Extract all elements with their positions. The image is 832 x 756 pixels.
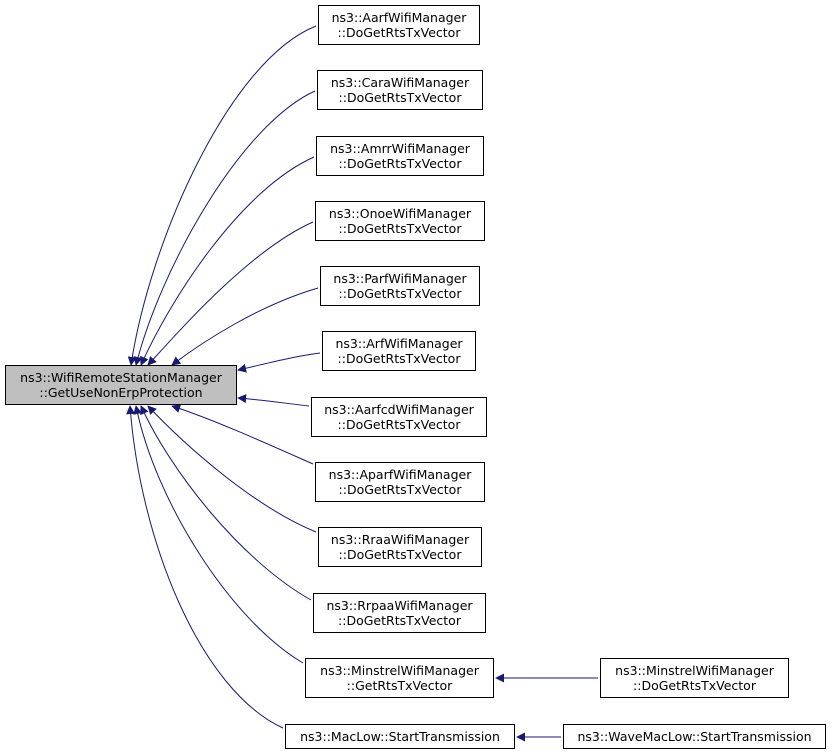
edge-maclow (126, 405, 284, 729)
caller-node-cara[interactable]: ns3::CaraWifiManager ::DoGetRtsTxVector (317, 70, 483, 110)
caller-node-line1: ns3::MinstrelWifiManager (320, 663, 479, 678)
caller-node-line1: ns3::MinstrelWifiManager (615, 663, 774, 678)
caller-node-onoe[interactable]: ns3::OnoeWifiManager ::DoGetRtsTxVector (315, 201, 485, 241)
caller-node-wavemaclow-start-transmission[interactable]: ns3::WaveMacLow::StartTransmission (563, 724, 826, 749)
edge-aarf (127, 25, 317, 366)
caller-node-line1: ns3::MacLow::StartTransmission (300, 729, 500, 744)
caller-node-rrpaa[interactable]: ns3::RrpaaWifiManager ::DoGetRtsTxVector (313, 593, 486, 633)
caller-node-line1: ns3::ArfWifiManager (335, 336, 463, 351)
caller-node-line1: ns3::CaraWifiManager (330, 75, 470, 90)
caller-node-line2: ::DoGetRtsTxVector (633, 678, 756, 693)
caller-node-line2: ::DoGetRtsTxVector (338, 286, 462, 301)
caller-node-line2: ::DoGetRtsTxVector (337, 25, 461, 40)
edge-aparf (171, 404, 314, 465)
caller-node-line2: ::DoGetRtsTxVector (338, 482, 462, 497)
caller-node-arf[interactable]: ns3::ArfWifiManager ::DoGetRtsTxVector (322, 331, 476, 371)
caller-node-line2: ::DoGetRtsTxVector (338, 221, 462, 236)
caller-node-aparf[interactable]: ns3::AparfWifiManager ::DoGetRtsTxVector (315, 462, 485, 502)
caller-node-line1: ns3::ParfWifiManager (333, 271, 467, 286)
edge-rrpaa (140, 405, 312, 601)
caller-node-line1: ns3::AmrrWifiManager (330, 141, 470, 156)
edge-rraa (147, 405, 317, 533)
caller-node-aarfcd[interactable]: ns3::AarfcdWifiManager ::DoGetRtsTxVecto… (311, 397, 487, 437)
caller-node-maclow-start-transmission[interactable]: ns3::MacLow::StartTransmission (285, 724, 515, 749)
caller-node-line1: ns3::WaveMacLow::StartTransmission (577, 729, 812, 744)
caller-node-minstrel-do-get-rts-tx-vector[interactable]: ns3::MinstrelWifiManager ::DoGetRtsTxVec… (600, 658, 789, 698)
caller-node-line2: ::GetRtsTxVector (346, 678, 453, 693)
caller-node-rraa[interactable]: ns3::RraaWifiManager ::DoGetRtsTxVector (318, 527, 482, 567)
caller-node-line2: ::DoGetRtsTxVector (338, 613, 461, 628)
edge-cara (133, 90, 316, 366)
edge-aarfcd (237, 394, 310, 407)
edge-onoe (147, 221, 314, 366)
root-node-line2: ::GetUseNonErpProtection (39, 385, 203, 400)
caller-node-aarf[interactable]: ns3::AarfWifiManager ::DoGetRtsTxVector (318, 5, 480, 45)
caller-node-line1: ns3::AarfWifiManager (331, 10, 467, 25)
root-node-get-use-non-erp-protection: ns3::WifiRemoteStationManager ::GetUseNo… (5, 365, 237, 405)
caller-node-line1: ns3::AarfcdWifiManager (324, 402, 474, 417)
caller-node-line2: ::DoGetRtsTxVector (338, 90, 462, 105)
caller-node-line2: ::DoGetRtsTxVector (337, 417, 461, 432)
edge-parf (171, 287, 319, 366)
caller-node-line2: ::DoGetRtsTxVector (337, 351, 461, 366)
caller-node-line2: ::DoGetRtsTxVector (338, 156, 462, 171)
caller-node-parf[interactable]: ns3::ParfWifiManager ::DoGetRtsTxVector (320, 266, 480, 306)
caller-node-line1: ns3::AparfWifiManager (328, 467, 472, 482)
root-node-line1: ns3::WifiRemoteStationManager (20, 370, 222, 385)
caller-node-line1: ns3::RrpaaWifiManager (326, 598, 473, 613)
caller-node-line1: ns3::OnoeWifiManager (328, 206, 472, 221)
caller-node-amrr[interactable]: ns3::AmrrWifiManager ::DoGetRtsTxVector (316, 136, 484, 176)
caller-node-minstrel-get-rts-tx-vector[interactable]: ns3::MinstrelWifiManager ::GetRtsTxVecto… (305, 658, 494, 698)
caller-node-line1: ns3::RraaWifiManager (330, 532, 470, 547)
edge-amrr (140, 156, 315, 366)
edge-minstrel (133, 405, 304, 664)
caller-node-line2: ::DoGetRtsTxVector (338, 547, 462, 562)
edge-arf (237, 352, 321, 373)
